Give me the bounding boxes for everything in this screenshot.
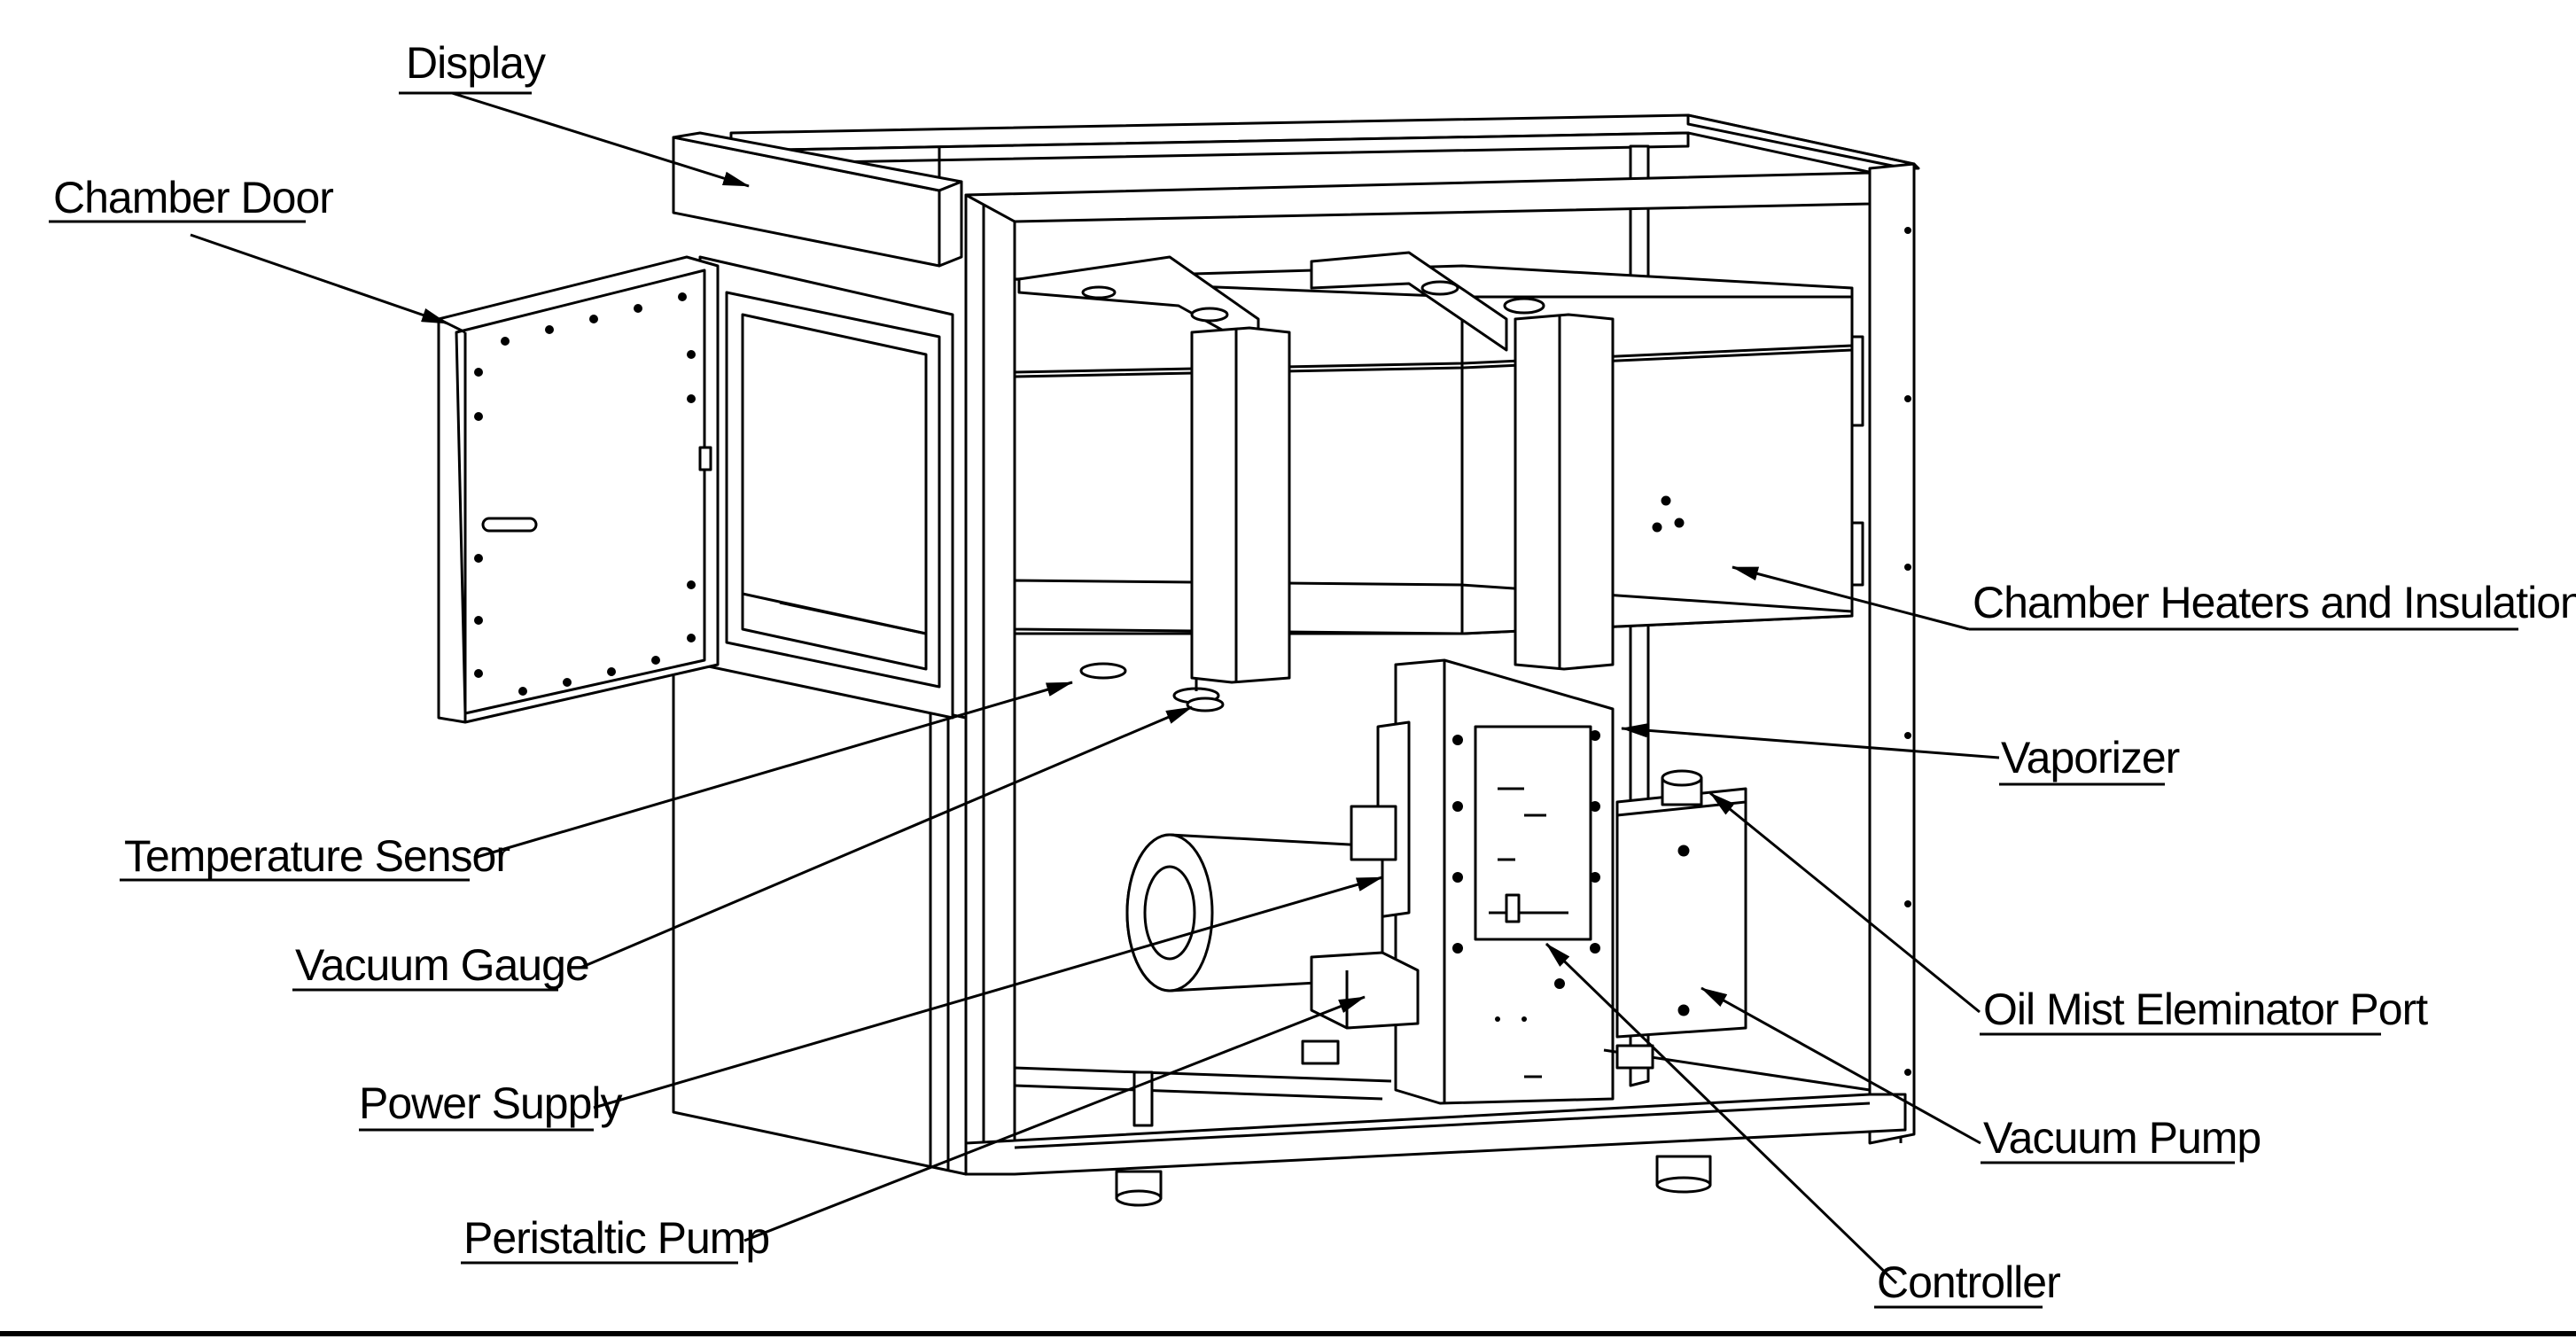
chamber-box — [1013, 264, 1864, 635]
label-chamber-door: Chamber Door — [53, 173, 333, 222]
arrow-display — [451, 91, 750, 188]
chamber-straps — [1017, 251, 1615, 705]
label-vaporizer: Vaporizer — [2001, 733, 2180, 782]
leader-lines — [49, 91, 2518, 1309]
label-chamber-heaters: Chamber Heaters and Insulation — [1973, 578, 2576, 627]
right-rear-post — [1868, 162, 1916, 1145]
arrow-temperature-sensor — [473, 681, 1073, 860]
label-oil-mist-port: Oil Mist Eleminator Port — [1983, 985, 2428, 1034]
arrow-vacuum-gauge — [580, 705, 1193, 969]
chamber-door — [437, 255, 720, 724]
left-cabinet — [672, 654, 968, 1176]
display-panel — [672, 131, 963, 268]
arrow-power-supply — [593, 876, 1383, 1109]
arrow-peristaltic-pump — [743, 995, 1366, 1242]
vacuum-pump — [1615, 769, 1747, 1039]
arrow-vaporizer — [1621, 723, 2000, 759]
label-controller: Controller — [1877, 1257, 2060, 1307]
label-vacuum-gauge: Vacuum Gauge — [295, 940, 589, 990]
arrow-oil-mist — [1709, 791, 1981, 1014]
right-post-holes — [1904, 227, 1911, 1076]
label-peristaltic-pump: Peristaltic Pump — [463, 1213, 769, 1263]
arrow-chamber-door — [190, 233, 448, 325]
callout-labels: Display Chamber Door Chamber Heaters and… — [53, 38, 2576, 1307]
peristaltic-pump-block — [1301, 951, 1420, 1065]
controller-board — [1376, 658, 1615, 1105]
label-power-supply: Power Supply — [359, 1078, 622, 1128]
machine-drawing — [0, 113, 2576, 1336]
temperature-sensor-part — [1079, 662, 1127, 680]
feet — [1115, 1155, 1712, 1207]
door-frame — [694, 255, 954, 720]
arrow-chamber-heaters — [1732, 565, 1970, 631]
arrow-controller — [1545, 942, 1898, 1285]
arrow-vacuum-pump — [1700, 986, 1981, 1145]
door-bolts — [474, 292, 696, 696]
label-vacuum-pump: Vacuum Pump — [1983, 1113, 2261, 1163]
front-frame — [964, 171, 1907, 1176]
label-display: Display — [406, 38, 546, 88]
vacuum-gauge-part — [1186, 697, 1225, 712]
label-temperature-sensor: Temperature Sensor — [124, 831, 510, 881]
